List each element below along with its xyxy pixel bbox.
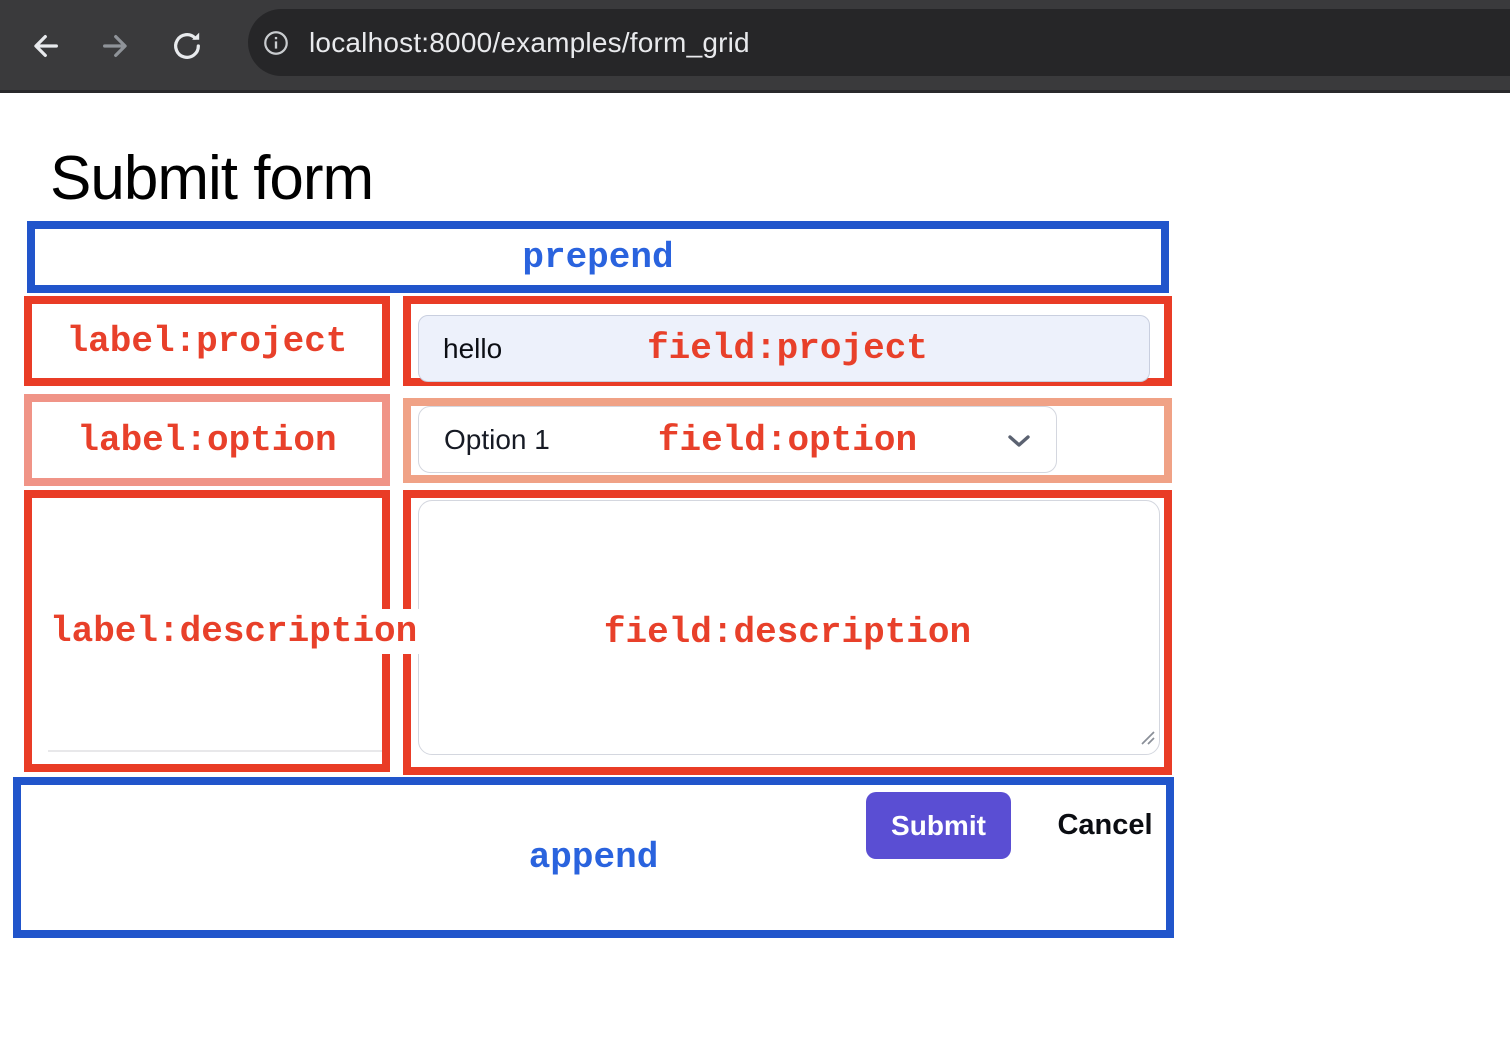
project-input[interactable]: hello [418,315,1150,382]
grid-cell-label-option: label:option [24,394,390,486]
option-select-value: Option 1 [444,423,550,455]
grid-slot-prepend: prepend [27,221,1169,293]
submit-button[interactable]: Submit [866,792,1011,859]
resize-handle-icon[interactable] [1138,728,1156,751]
reload-button[interactable] [167,26,207,66]
reload-icon [174,32,200,59]
grid-cell-label-description: label:description [24,490,420,772]
label-underline [48,750,382,752]
grid-cell-field-description: field:description [403,490,1172,775]
option-label-tag: label:option [77,419,337,461]
forward-button[interactable] [96,26,136,66]
project-input-value: hello [443,332,503,364]
page-title: Submit form [50,144,374,213]
option-select[interactable]: Option 1 [418,406,1057,473]
address-bar[interactable]: localhost:8000/examples/form_grid [248,9,1510,76]
prepend-slot-label: prepend [522,236,674,278]
description-textarea[interactable] [418,500,1160,755]
back-button[interactable] [25,26,65,66]
chrome-bottom-edge [0,90,1510,93]
grid-slot-append: append Submit Cancel [13,777,1174,938]
append-slot-label: append [528,837,659,878]
grid-cell-field-option: Option 1 field:option [403,398,1172,483]
info-icon[interactable] [262,29,290,57]
grid-cell-field-project: hello field:project [403,296,1172,386]
grid-cell-label-project: label:project [24,296,390,386]
url-text: localhost:8000/examples/form_grid [309,26,750,58]
back-arrow-icon [34,35,58,57]
description-label-tag: label:description [48,608,420,654]
project-label-tag: label:project [66,320,348,362]
cancel-button[interactable]: Cancel [1057,809,1153,841]
browser-chrome: localhost:8000/examples/form_grid [0,0,1510,93]
chevron-down-icon [1006,424,1032,456]
forward-arrow-icon [103,35,127,57]
